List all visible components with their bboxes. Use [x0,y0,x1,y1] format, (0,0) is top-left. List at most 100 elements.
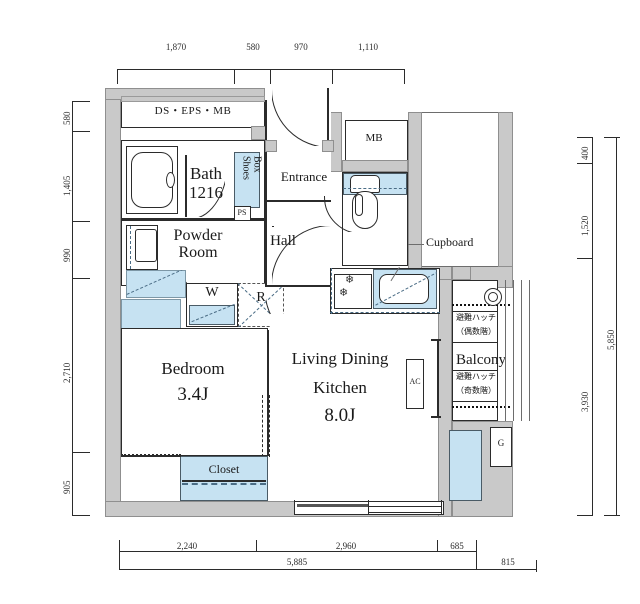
powder-lower-cabinet [121,299,181,330]
cupboard-label: Cupboard [426,235,474,249]
hatch-odd-line2: （奇数階） [456,386,496,395]
bath-door-leaf[interactable] [185,155,187,217]
sink-hatch [373,269,437,309]
dim-top-1: 580 [246,42,260,52]
entrance-jamb-left [265,140,277,152]
ldk-window-jamb [294,500,295,514]
balcony-drain-inner [488,292,498,302]
washer-hatch [189,303,235,325]
closet-door-dash [182,483,266,486]
dim-left-3: 2,710 [62,362,72,383]
washer-label: W [205,285,219,300]
left-dim-tick [72,221,90,222]
hall-label: Hall [270,233,296,249]
left-dimension-line [72,101,73,515]
top-dim-tick [234,69,235,84]
entrance-step [265,200,331,202]
dim-bottom-0: 2,240 [176,541,198,551]
shoes-box-label2: Box [251,156,263,173]
toilet-door-arc[interactable] [324,196,360,232]
right-total-tick [604,515,620,516]
washer-base [189,305,235,325]
entrance-wall-left [265,100,267,286]
bath-wall-bottom [121,218,265,220]
bedroom-bottom-dots [121,454,181,457]
washbasin-bowl [135,229,157,262]
corridor-line [422,112,498,113]
dim-bottom-2: 685 [450,541,464,551]
ldk-window-sash-left[interactable] [297,504,369,507]
right-total-tick [604,137,620,138]
ldk-label: Living Dining [291,349,389,368]
balcony-railing [521,280,522,421]
ldk-label2: Kitchen [313,378,367,397]
kitchen-counter-dash-v [331,268,332,314]
gas-meter-label: G [497,438,505,448]
balcony-wall-right-upper [498,112,513,280]
ps-label: PS [237,208,247,217]
hatch-even-line2: （偶数階） [456,327,496,336]
balcony-railing [505,280,506,421]
toilet-door-swing-area [324,196,360,232]
dim-top-3: 1,110 [358,42,378,52]
powder-cabinet [126,270,186,298]
balcony-label: Balcony [456,352,506,368]
bottom-total-tick [476,552,477,570]
entrance-label: Entrance [280,169,328,184]
dim-bottom-1: 2,960 [335,541,357,551]
dim-right-0: 400 [580,146,590,161]
bath-size-code: 1216 [189,183,223,202]
powder-room-label: Powder [173,227,223,244]
entrance-jamb-right [322,140,334,152]
fridge-label: R [256,290,266,305]
top-dim-tick [117,69,118,84]
dim-left-2: 990 [62,248,72,263]
bedroom-partition [267,330,269,456]
balcony-railing [513,280,514,421]
kitchen-counter-dash [330,312,440,313]
entrance-door-arc[interactable] [272,88,330,146]
evacuation-hatch-odd [452,370,498,402]
left-dim-tick [72,515,90,516]
ds-eps-mb-label: DS・EPS・MB [154,105,232,117]
dim-right-1: 1,520 [580,215,590,236]
dim-right-2: 3,930 [580,391,590,412]
bottom-extra-dimension-line [476,569,536,570]
mb-label: MB [365,132,383,144]
entrance-door-leaf[interactable] [327,88,329,146]
bottom-dim-tick [437,540,438,552]
balcony-sliding-door[interactable] [437,340,439,416]
hatch-odd-line1: 避難ハッチ [456,372,496,381]
evacuation-hatch-even [452,311,498,343]
right-dim-tick [577,258,593,259]
kitchen-sink-basin [379,274,429,304]
right-dim-tick [577,515,593,516]
burner-icon: ❄ [339,287,349,299]
bedroom-area: 3.4J [177,384,209,405]
ac-label: AC [409,377,421,386]
dim-right-total: 5,850 [606,329,616,350]
right-inner-dimension-line [592,137,593,515]
mb-closet [345,120,408,164]
left-dim-tick [72,452,90,453]
top-dimension-line [117,69,405,70]
left-dim-tick [72,278,90,279]
bedroom-label: Bedroom [161,359,225,378]
bedroom-sliding-door[interactable] [262,395,270,457]
hatch-odd-dotted [452,406,510,408]
ldk-window-jamb [368,500,369,514]
closet [180,456,268,501]
right-dim-tick [577,163,593,164]
bottom-dim-tick [119,540,120,552]
closet-door-track [182,480,266,482]
bedroom [121,328,268,456]
toilet-dash [343,188,407,189]
bottom-total-tick [119,552,120,570]
dim-top-2: 970 [294,42,308,52]
ldk-window-sash-right[interactable] [368,506,442,513]
balcony-door-jamb [431,339,441,341]
balcony-railing [529,280,530,421]
ldk-area: 8.0J [324,405,356,426]
bathtub-drain-icon [166,172,175,188]
hall-door-hinge [272,226,274,227]
